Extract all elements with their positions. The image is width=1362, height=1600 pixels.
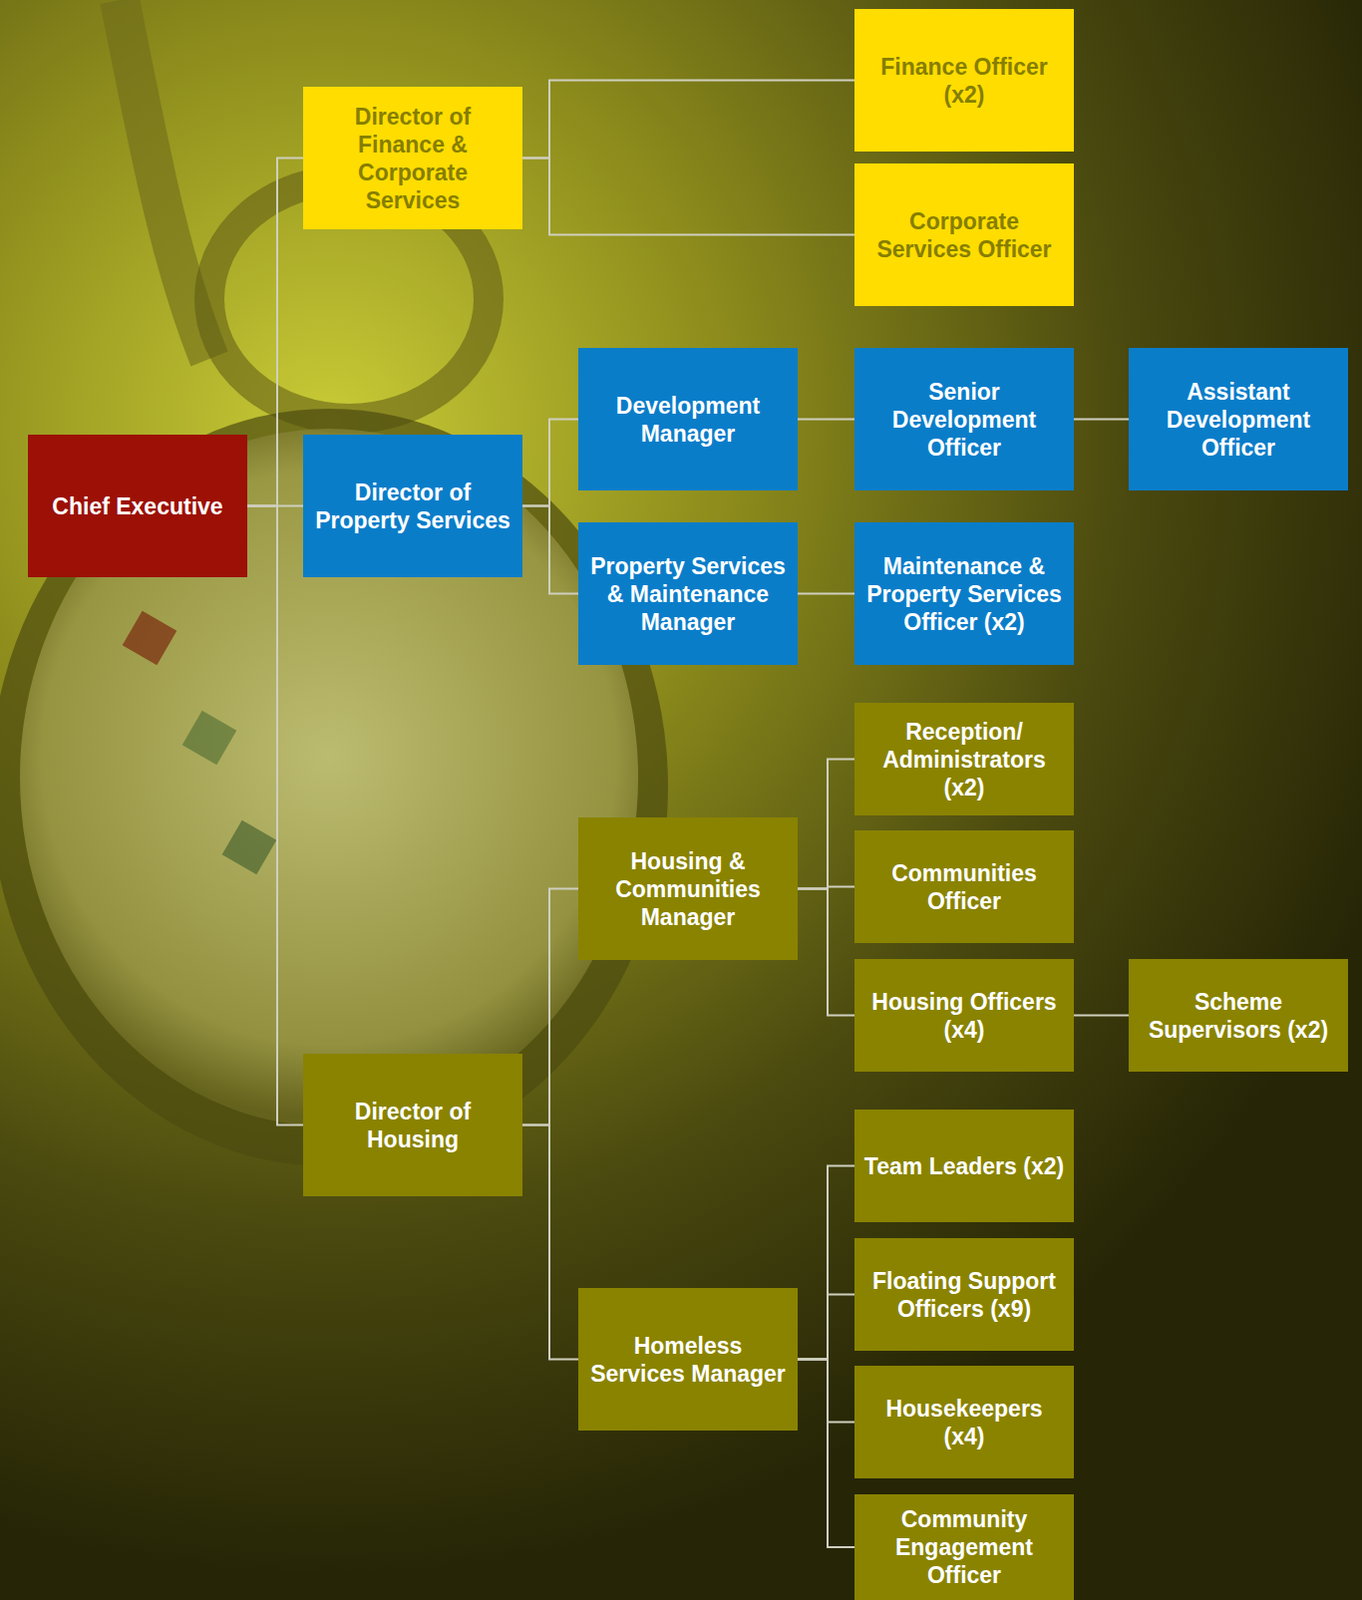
org-box: Team Leaders (x2) <box>854 1109 1074 1223</box>
reporting-line <box>797 1360 855 1549</box>
org-box: Maintenance & Property Services Officer … <box>854 522 1074 666</box>
role-title: Assistant Development Officer <box>1136 377 1341 462</box>
role-title: Homeless Services Manager <box>586 1332 790 1388</box>
org-box: Finance Officer (x2) <box>854 8 1074 152</box>
tag-square <box>122 611 178 667</box>
org-box: Homeless Services Manager <box>578 1288 798 1431</box>
org-box: Community Engagement Officer <box>854 1494 1074 1600</box>
role-title: Housing Officers (x4) <box>862 988 1066 1044</box>
org-box: Senior Development Officer <box>854 347 1074 491</box>
org-box: Reception/ Administrators (x2) <box>854 702 1074 816</box>
role-title: Director of Property Services <box>311 478 515 535</box>
key-tag <box>19 428 639 1127</box>
role-title: Floating Support Officers (x9) <box>862 1267 1066 1324</box>
org-box: Floating Support Officers (x9) <box>854 1238 1074 1352</box>
tag-square <box>182 710 238 766</box>
org-box: Property Services & Maintenance Manager <box>578 522 798 666</box>
reporting-line <box>797 889 855 1017</box>
role-title: Communities Officer <box>862 859 1066 916</box>
org-box: Housing & Communities Manager <box>578 817 798 961</box>
reporting-line <box>797 759 855 890</box>
key-tag-rim <box>0 408 669 1167</box>
role-title: Director of Finance & Corporate Services <box>311 102 515 215</box>
role-title: Scheme Supervisors (x2) <box>1136 988 1341 1044</box>
role-title: Chief Executive <box>51 492 223 521</box>
role-title: Maintenance & Property Services Officer … <box>862 552 1066 637</box>
role-title: Property Services & Maintenance Manager <box>586 552 790 637</box>
org-box: Communities Officer <box>854 830 1074 944</box>
tag-square <box>222 820 278 876</box>
reporting-line <box>797 593 855 596</box>
org-box: Housing Officers (x4) <box>854 959 1074 1072</box>
reporting-line <box>797 1166 855 1361</box>
reporting-line <box>247 506 304 1126</box>
role-title: Finance Officer (x2) <box>862 52 1066 109</box>
role-title: Team Leaders (x2) <box>864 1152 1064 1181</box>
reporting-line <box>247 158 304 507</box>
org-box: Director of Finance & Corporate Services <box>303 86 523 230</box>
reporting-line <box>1073 418 1129 421</box>
reporting-line <box>522 80 855 159</box>
reporting-line <box>797 1295 855 1361</box>
reporting-line <box>522 158 855 236</box>
role-title: Housekeepers (x4) <box>862 1394 1066 1451</box>
reporting-line <box>522 419 579 507</box>
org-box: Assistant Development Officer <box>1128 347 1349 491</box>
reporting-line <box>1073 1015 1129 1018</box>
reporting-line <box>797 418 855 421</box>
org-box: Development Manager <box>578 347 798 491</box>
reporting-line <box>522 506 579 595</box>
org-box: Housekeepers (x4) <box>854 1365 1074 1479</box>
role-title: Director of Housing <box>311 1097 515 1154</box>
org-box: Director of Property Services <box>303 434 523 578</box>
org-box: Chief Executive <box>27 434 248 578</box>
reporting-line <box>797 1360 855 1423</box>
org-box: Director of Housing <box>303 1053 523 1197</box>
reporting-line <box>522 889 579 1126</box>
role-title: Reception/ Administrators (x2) <box>862 717 1066 802</box>
role-title: Housing & Communities Manager <box>586 847 790 932</box>
role-title: Development Manager <box>586 391 790 448</box>
role-title: Senior Development Officer <box>862 377 1066 462</box>
org-box: Corporate Services Officer <box>854 163 1074 307</box>
reporting-line <box>522 1125 579 1361</box>
role-title: Community Engagement Officer <box>862 1505 1066 1590</box>
role-title: Corporate Services Officer <box>862 207 1066 264</box>
org-box: Scheme Supervisors (x2) <box>1128 959 1349 1072</box>
